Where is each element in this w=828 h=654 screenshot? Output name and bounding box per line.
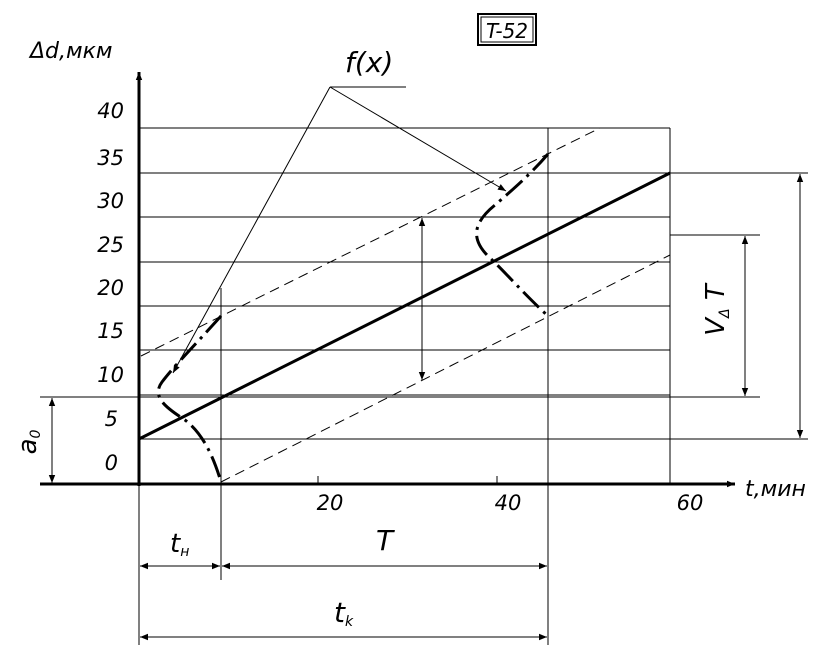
y-tick-label: 20 — [97, 276, 124, 300]
a0-letter: a — [13, 438, 43, 454]
curve-label: f(x) — [345, 46, 393, 79]
svg-text:a0: a0 — [13, 429, 44, 454]
x-tick-label: 40 — [495, 491, 522, 515]
tk-label: tk — [334, 596, 354, 630]
extension-lines — [40, 234, 808, 440]
a0-subscript: 0 — [28, 429, 44, 438]
distribution-curve-initial — [156, 314, 223, 483]
T-label: T — [376, 524, 395, 557]
v-tail: T — [701, 282, 731, 308]
lower-tolerance-line — [220, 254, 671, 483]
v-subscript: Δ — [717, 308, 733, 319]
x-tick-label: 20 — [317, 491, 344, 515]
distribution-curve-final — [475, 153, 550, 318]
y-tick-label: 5 — [105, 407, 118, 431]
a0-label: a0 — [13, 429, 44, 454]
y-tick-label: 30 — [97, 189, 124, 213]
x-tick-labels: 20 40 60 — [317, 491, 704, 515]
y-tick-label: 0 — [105, 451, 118, 475]
svg-text:VΔ T: VΔ T — [701, 282, 733, 336]
tk-subscript: k — [345, 614, 354, 630]
curve-leaders — [172, 86, 507, 374]
figure-tag-text: T-52 — [486, 19, 528, 43]
v-letter: V — [701, 316, 731, 336]
y-axis-label: Δd,мкм — [28, 39, 113, 64]
tn-label: tн — [170, 529, 189, 560]
dimension-arrows — [48, 174, 804, 641]
x-axis-label: t,мин — [745, 477, 806, 502]
y-tick-labels: 0 5 10 15 20 25 30 35 40 — [97, 99, 124, 475]
y-tick-label: 35 — [97, 146, 124, 170]
tk-letter: t — [334, 596, 346, 629]
tn-subscript: н — [180, 544, 189, 560]
grid-lines — [138, 127, 808, 645]
figure-tag: T-52 — [477, 13, 537, 46]
x-tick-marks — [317, 476, 498, 484]
y-tick-label: 25 — [97, 233, 124, 257]
y-tick-label: 40 — [97, 99, 124, 123]
x-tick-label: 60 — [677, 491, 704, 515]
axes — [40, 72, 735, 488]
v-delta-label: VΔ T — [701, 282, 733, 336]
y-tick-label: 10 — [97, 363, 124, 387]
wear-line — [138, 171, 671, 441]
tn-letter: t — [170, 529, 181, 559]
y-tick-label: 15 — [97, 319, 124, 343]
